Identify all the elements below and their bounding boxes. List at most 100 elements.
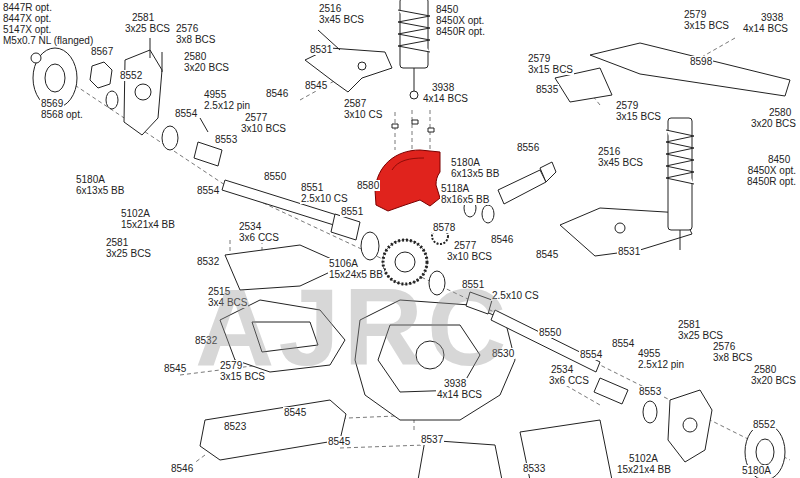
callout-label: 4x14 BCS <box>422 93 469 104</box>
callout-label: 3x25 BCS <box>677 330 724 341</box>
callout-label: 5106A <box>328 258 359 269</box>
callout-label: 8450 <box>767 154 791 165</box>
callout-label: 2579 <box>615 100 639 111</box>
callout-label: 3938 <box>760 12 784 23</box>
callout-label: 5147X opt. <box>2 24 52 35</box>
callout-label: 2534 <box>238 221 262 232</box>
callout-label: 8545 <box>283 407 307 418</box>
callout-label: 3x10 BCS <box>446 251 493 262</box>
callout-label: 8535 <box>535 84 559 95</box>
callout-label: 8552 <box>752 419 776 430</box>
callout-label: 8537 <box>420 434 444 445</box>
callout-label: 2581 <box>105 237 129 248</box>
callout-label: 8553 <box>214 134 238 145</box>
callout-label: M5x0.7 NL (flanged) <box>2 35 94 46</box>
callout-label: 2580 <box>183 51 207 62</box>
callout-label: 8550 <box>538 327 562 338</box>
callout-label: 8450R opt. <box>746 176 797 187</box>
callout-label: 2576 <box>175 23 199 34</box>
callout-label: 2516 <box>318 3 342 14</box>
callout-label: 3x25 BCS <box>105 248 152 259</box>
callout-label: 2.5x12 pin <box>203 100 251 111</box>
callout-label: 5102A <box>628 453 659 464</box>
callout-label: 2534 <box>550 364 574 375</box>
callout-label: 8546 <box>170 463 194 474</box>
callout-label: 2580 <box>768 107 792 118</box>
callout-label: 2.5x12 pin <box>637 359 685 370</box>
callout-label: 8447X opt. <box>2 13 52 24</box>
callout-label: 5180A <box>450 157 481 168</box>
callout-label: 5102A <box>120 208 151 219</box>
callout-label: 8545 <box>304 80 328 91</box>
callout-label: 2581 <box>131 12 155 23</box>
callout-label: 8545 <box>535 249 559 260</box>
watermark: AJRC <box>195 272 511 382</box>
callout-label: 3938 <box>431 82 455 93</box>
callout-label: 3x15 BCS <box>615 111 662 122</box>
callout-label: 8569 <box>40 98 64 109</box>
callout-label: 8551 <box>300 182 324 193</box>
callout-label: 3x15 BCS <box>683 20 730 31</box>
callout-label: 8551 <box>340 206 364 217</box>
callout-label: 8553 <box>638 386 662 397</box>
callout-label: 3x10 BCS <box>240 123 287 134</box>
callout-label: 8580 <box>356 180 380 191</box>
callout-label: 2581 <box>677 319 701 330</box>
callout-label: 8554 <box>611 338 635 349</box>
callout-label: 3x20 BCS <box>183 62 230 73</box>
callout-label: 3x15 BCS <box>527 64 574 75</box>
callout-label: 6x13x5 BB <box>450 168 500 179</box>
callout-label: 2577 <box>244 112 268 123</box>
callout-label: 3x10 CS <box>343 109 383 120</box>
callout-label: 8450R opt. <box>435 26 486 37</box>
callout-label: 5180A <box>741 465 772 476</box>
callout-label: 8531 <box>309 44 333 55</box>
callout-label: 6x13x5 BB <box>75 185 125 196</box>
callout-label: 4955 <box>637 348 661 359</box>
callout-label: 8531 <box>617 246 641 257</box>
highlighted-part <box>375 150 440 211</box>
callout-label: 2580 <box>753 364 777 375</box>
callout-label: 2.5x10 CS <box>300 193 349 204</box>
callout-label: 4955 <box>203 89 227 100</box>
callout-label: 8546 <box>265 88 289 99</box>
callout-label: 8554 <box>174 108 198 119</box>
callout-label: 5180A <box>75 174 106 185</box>
callout-label: 15x21x4 BB <box>616 464 672 475</box>
callout-label: 8x16x5 BB <box>440 194 490 205</box>
callout-label: 8545 <box>327 436 351 447</box>
callout-label: 8567 <box>90 46 114 57</box>
callout-label: 8533 <box>522 463 546 474</box>
callout-label: 3x25 BCS <box>124 23 171 34</box>
callout-label: 3x45 BCS <box>597 157 644 168</box>
callout-label: 8554 <box>579 349 603 360</box>
callout-label: 3x6 CCS <box>548 375 590 386</box>
callout-label: 8556 <box>516 142 540 153</box>
callout-label: 8450 <box>435 4 459 15</box>
callout-label: 8578 <box>432 222 456 233</box>
callout-label: 8550 <box>263 171 287 182</box>
callout-label: 8568 opt. <box>40 109 84 120</box>
callout-label: 2577 <box>453 240 477 251</box>
callout-label: 3x6 CCS <box>238 232 280 243</box>
callout-label: 8450X opt. <box>747 165 797 176</box>
callout-label: 15x21x4 BB <box>120 219 176 230</box>
callout-label: 3x20 BCS <box>750 118 797 129</box>
callout-label: 8598 <box>689 56 713 67</box>
callout-label: 8546 <box>490 234 514 245</box>
callout-label: 3x20 BCS <box>750 375 797 386</box>
callout-label: 4x14 BCS <box>436 389 483 400</box>
callout-label: 8532 <box>196 256 220 267</box>
callout-label: 8447R opt. <box>2 2 53 13</box>
callout-label: 5118A <box>440 183 470 194</box>
callout-label: 8450X opt. <box>435 15 485 26</box>
callout-label: 2579 <box>683 9 707 20</box>
callout-label: 2576 <box>712 341 736 352</box>
callout-label: 4x14 BCS <box>742 23 789 34</box>
callout-label: 3x8 BCS <box>712 352 753 363</box>
callout-label: 2516 <box>597 146 621 157</box>
callout-label: 8523 <box>223 421 247 432</box>
callout-label: 8554 <box>196 185 220 196</box>
callout-label: 2587 <box>343 98 367 109</box>
